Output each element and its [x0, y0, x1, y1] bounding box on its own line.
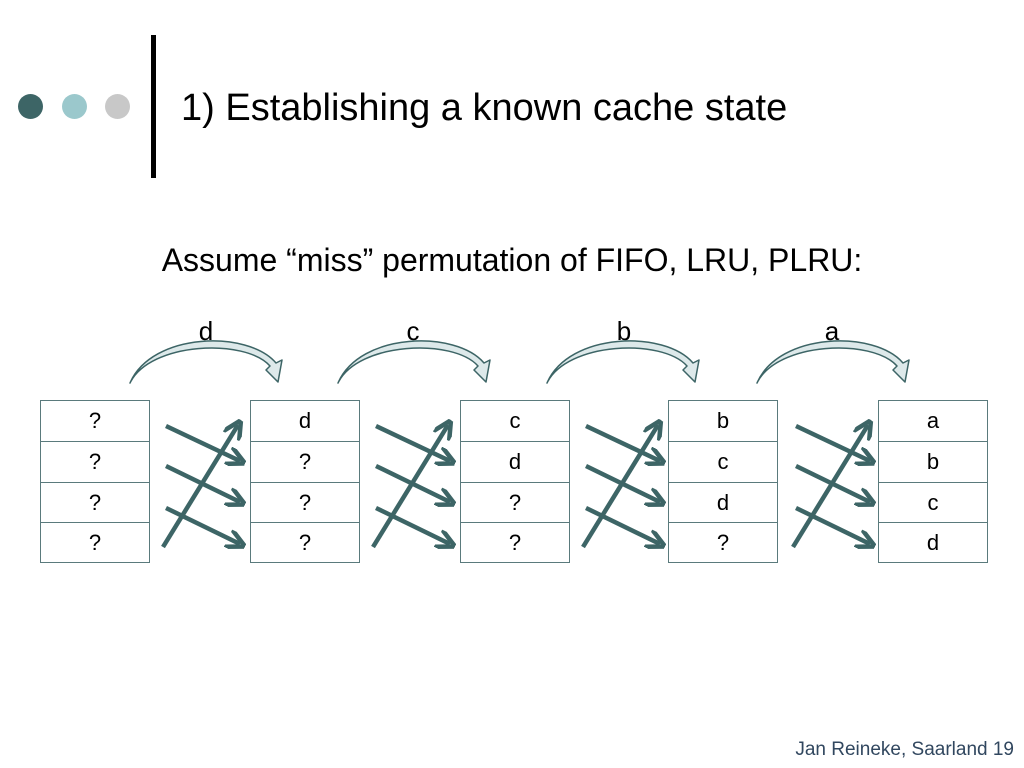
- cache-line: a: [879, 401, 987, 442]
- bullet-dot-dark: [18, 94, 43, 119]
- cache-line: d: [461, 442, 569, 483]
- access-arrow: [337, 340, 491, 384]
- cache-line: ?: [461, 483, 569, 524]
- cache-line: c: [461, 401, 569, 442]
- access-label-4: a: [824, 316, 840, 346]
- permutation-arrow: [161, 425, 238, 549]
- permutation-arrow: [371, 425, 448, 549]
- cache-line: ?: [41, 401, 149, 442]
- permutation-arrow: [375, 423, 450, 461]
- cache-line: ?: [41, 483, 149, 524]
- permutation-arrow: [581, 425, 658, 549]
- permutation-arrows: [371, 423, 450, 549]
- cache-line: ?: [41, 442, 149, 483]
- cache-line: c: [879, 483, 987, 524]
- cache-state-0: ? ? ? ?: [40, 400, 150, 563]
- cache-state-3: b c d ?: [668, 400, 778, 563]
- permutation-arrow: [795, 423, 870, 461]
- bullet-dot-light: [62, 94, 87, 119]
- access-arrow: [129, 340, 283, 384]
- cache-line: ?: [88, 530, 102, 556]
- cache-state-4: a b c d: [878, 400, 988, 563]
- access-label-1: d: [198, 316, 214, 346]
- cache-line: ?: [508, 530, 522, 556]
- permutation-arrows: [581, 423, 660, 549]
- cache-state-1: d ? ? ?: [250, 400, 360, 563]
- permutation-arrow: [585, 505, 660, 544]
- cache-line: d: [251, 401, 359, 442]
- title-divider: [151, 35, 156, 178]
- bullet-dot-gray: [105, 94, 130, 119]
- access-arrow: [546, 340, 700, 384]
- access-label-2: c: [406, 316, 420, 346]
- permutation-arrow: [375, 505, 450, 544]
- access-arrow: [756, 340, 910, 384]
- slide-footer: Jan Reineke, Saarland 19: [795, 739, 1014, 760]
- cache-line: d: [926, 530, 940, 556]
- cache-state-2: c d ? ?: [460, 400, 570, 563]
- access-label-3: b: [616, 316, 632, 346]
- permutation-arrows: [161, 423, 240, 549]
- cache-line: ?: [251, 442, 359, 483]
- permutation-arrows: [791, 423, 870, 549]
- permutation-arrow: [165, 423, 240, 461]
- cache-line: ?: [298, 530, 312, 556]
- permutation-arrow: [795, 505, 870, 544]
- cache-line: c: [669, 442, 777, 483]
- cache-line: b: [879, 442, 987, 483]
- cache-line: ?: [716, 530, 730, 556]
- cache-line: ?: [251, 483, 359, 524]
- cache-line: b: [669, 401, 777, 442]
- permutation-arrow: [791, 425, 868, 549]
- slide-title: 1) Establishing a known cache state: [181, 87, 788, 129]
- permutation-arrow: [165, 505, 240, 544]
- slide-subtitle: Assume “miss” permutation of FIFO, LRU, …: [161, 242, 863, 278]
- cache-line: d: [669, 483, 777, 524]
- permutation-arrow: [585, 423, 660, 461]
